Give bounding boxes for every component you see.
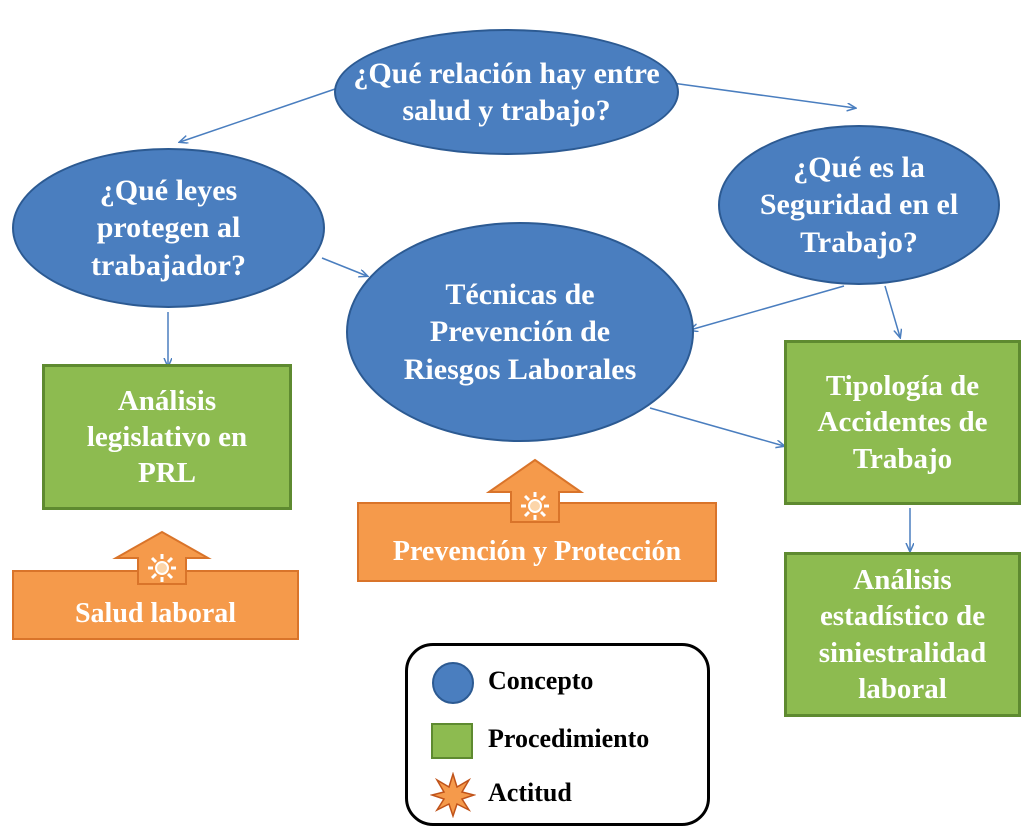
concept-salud-trabajo-label: ¿Qué relación hay entre salud y trabajo? bbox=[353, 56, 660, 128]
procedure-tipologia: Tipología de Accidentes de Trabajo bbox=[784, 340, 1021, 505]
attitude-legend-icon bbox=[430, 772, 476, 818]
concept-seguridad-label: ¿Qué es la Seguridad en el Trabajo? bbox=[759, 150, 959, 259]
sun-burst-icon bbox=[148, 554, 176, 582]
concept-salud-trabajo: ¿Qué relación hay entre salud y trabajo? bbox=[334, 29, 679, 155]
arrow-top-to-seguridad bbox=[671, 82, 855, 108]
arrow-top-to-leyes bbox=[180, 87, 339, 142]
procedure-analisis-legislativo-label: Análisis legislativo en PRL bbox=[86, 384, 248, 490]
arrow-leyes-to-tecnicas bbox=[321, 257, 367, 276]
concept-legend-icon bbox=[432, 662, 474, 704]
legend-actitud: Actitud bbox=[488, 778, 572, 807]
legend-procedimiento: Procedimiento bbox=[488, 724, 650, 753]
concept-tecnicas-label: Técnicas de Prevención de Riesgos Labora… bbox=[403, 277, 637, 386]
attitude-salud-laboral-arrow bbox=[112, 530, 212, 585]
arrow-seguridad-to-tipologia bbox=[884, 285, 900, 337]
sun-burst-icon bbox=[521, 492, 549, 520]
procedure-analisis-estadistico: Análisis estadístico de siniestralidad l… bbox=[784, 552, 1021, 717]
legend-concepto: Concepto bbox=[488, 666, 594, 695]
concept-seguridad: ¿Qué es la Seguridad en el Trabajo? bbox=[718, 125, 1000, 285]
arrow-tecnicas-to-tipologia bbox=[649, 407, 784, 446]
concept-leyes: ¿Qué leyes protegen al trabajador? bbox=[12, 148, 325, 308]
attitude-prevencion-arrow bbox=[485, 458, 585, 523]
arrow-seguridad-to-tecnicas bbox=[690, 285, 845, 330]
procedure-analisis-estadistico-label: Análisis estadístico de siniestralidad l… bbox=[818, 564, 987, 705]
legend: Concepto Procedimiento Actitud bbox=[405, 643, 710, 826]
concept-leyes-label: ¿Qué leyes protegen al trabajador? bbox=[91, 173, 246, 282]
procedure-legend-icon bbox=[431, 723, 473, 759]
concept-tecnicas: Técnicas de Prevención de Riesgos Labora… bbox=[346, 222, 694, 442]
attitude-salud-laboral-label: Salud laboral bbox=[74, 598, 237, 629]
attitude-prevencion-label: Prevención y Protección bbox=[392, 536, 682, 567]
procedure-tipologia-label: Tipología de Accidentes de Trabajo bbox=[817, 370, 988, 475]
procedure-analisis-legislativo: Análisis legislativo en PRL bbox=[42, 364, 292, 510]
